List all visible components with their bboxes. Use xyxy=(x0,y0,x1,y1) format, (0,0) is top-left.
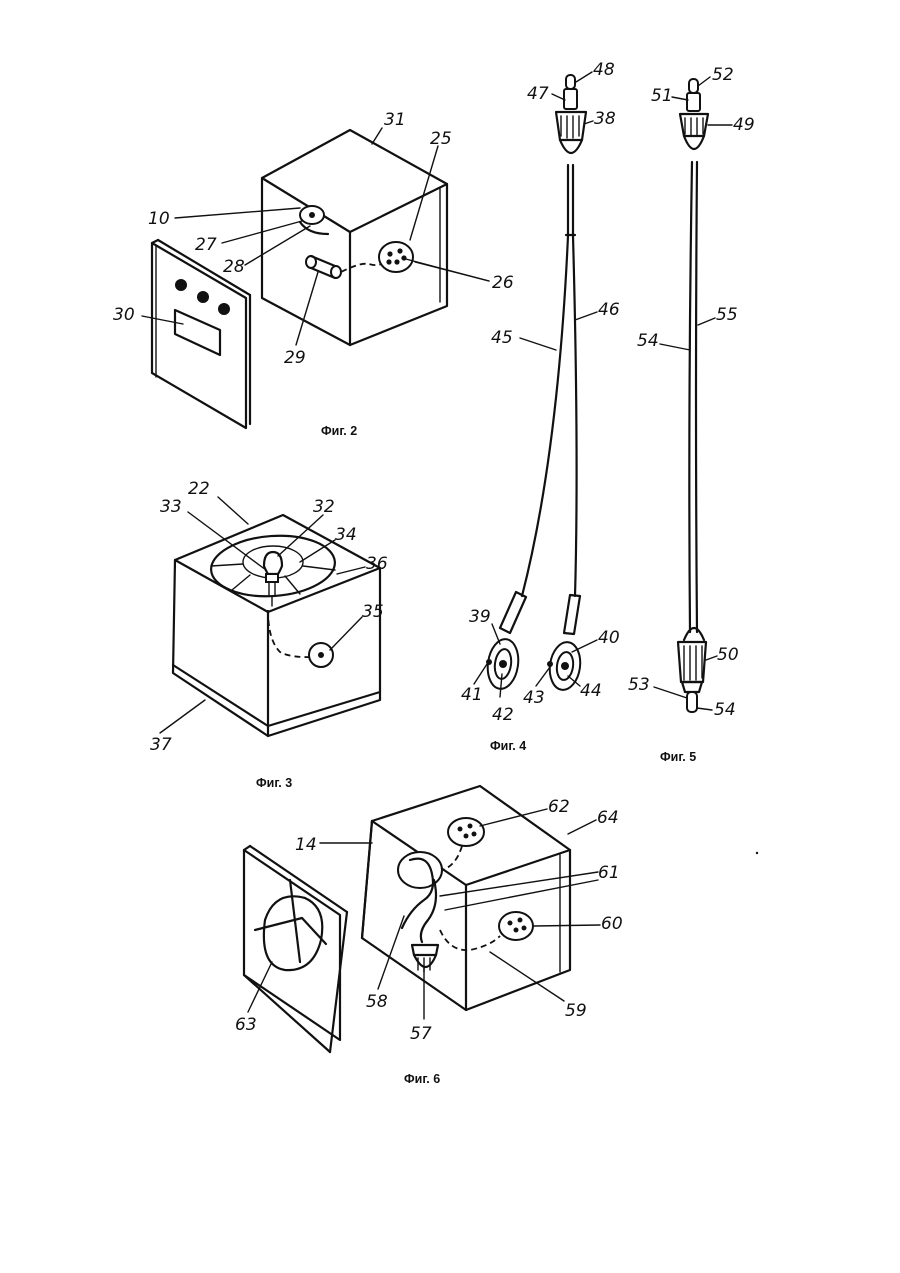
label-26: 26 xyxy=(492,273,514,293)
fig6-lamp-assembly xyxy=(398,852,442,972)
stray-dot xyxy=(756,852,758,854)
label-37: 37 xyxy=(150,735,172,755)
label-35: 35 xyxy=(362,602,384,622)
label-62: 62 xyxy=(548,797,570,817)
fig5-top-plug xyxy=(680,79,708,149)
fig5-bottom-plug xyxy=(678,628,706,712)
fig2-switch xyxy=(306,256,389,278)
figure-6: 14 62 64 61 60 58 59 57 63 Фиг. 6 xyxy=(235,786,623,1086)
label-39: 39 xyxy=(469,607,491,627)
label-34: 34 xyxy=(335,525,357,545)
figure-4: 48 47 38 46 45 39 40 41 42 43 44 Фиг. 4 xyxy=(461,60,620,753)
caption-fig-3: Фиг. 3 xyxy=(256,776,292,790)
fig3-box xyxy=(173,515,380,736)
label-55: 55 xyxy=(716,305,738,325)
fig6-top-connector xyxy=(442,818,484,870)
label-61: 61 xyxy=(598,863,620,883)
label-63: 63 xyxy=(235,1015,257,1035)
label-38: 38 xyxy=(594,109,616,129)
label-25: 25 xyxy=(430,129,452,149)
label-49: 49 xyxy=(733,115,755,135)
label-32: 32 xyxy=(313,497,335,517)
label-48: 48 xyxy=(593,60,615,80)
label-14: 14 xyxy=(295,835,317,855)
fig5-leader-lines xyxy=(654,77,732,710)
label-42: 42 xyxy=(492,705,514,725)
label-45: 45 xyxy=(491,328,513,348)
label-40: 40 xyxy=(598,628,620,648)
label-54-tip: 54 xyxy=(714,700,736,720)
label-51: 51 xyxy=(651,86,673,106)
fig4-cable xyxy=(500,236,580,634)
label-28: 28 xyxy=(223,257,245,277)
fig4-plug xyxy=(556,75,586,235)
label-22: 22 xyxy=(188,479,210,499)
caption-fig-2: Фиг. 2 xyxy=(321,424,357,438)
fig3-button-connector xyxy=(268,610,333,667)
label-59: 59 xyxy=(565,1001,587,1021)
caption-fig-5: Фиг. 5 xyxy=(660,750,696,764)
figure-2: 31 25 10 27 28 26 29 30 Фиг. 2 xyxy=(113,110,514,438)
label-53: 53 xyxy=(628,675,650,695)
fig5-cable xyxy=(689,162,697,632)
fig3-reflector-dish xyxy=(209,532,337,606)
label-31: 31 xyxy=(384,110,406,130)
label-10: 10 xyxy=(148,209,170,229)
label-44: 44 xyxy=(580,681,602,701)
label-57: 57 xyxy=(410,1024,432,1044)
fig6-side-connector xyxy=(440,912,533,950)
label-64: 64 xyxy=(597,808,619,828)
label-29: 29 xyxy=(284,348,306,368)
label-50: 50 xyxy=(717,645,739,665)
label-30: 30 xyxy=(113,305,135,325)
caption-fig-6: Фиг. 6 xyxy=(404,1072,440,1086)
label-60: 60 xyxy=(601,914,623,934)
label-33: 33 xyxy=(160,497,182,517)
label-52: 52 xyxy=(712,65,734,85)
label-27: 27 xyxy=(195,235,217,255)
label-43: 43 xyxy=(523,688,545,708)
label-46: 46 xyxy=(598,300,620,320)
label-41: 41 xyxy=(461,685,483,705)
fig2-socket-connector xyxy=(379,242,413,272)
label-47: 47 xyxy=(527,84,549,104)
figure-3: 22 33 32 34 36 35 37 Фиг. 3 xyxy=(150,479,388,790)
caption-fig-4: Фиг. 4 xyxy=(490,739,526,753)
fig4-sensor-left xyxy=(485,637,522,691)
fig6-dial-panel xyxy=(244,846,347,1052)
label-36: 36 xyxy=(366,554,388,574)
figure-5: 52 51 49 55 54 50 53 54 Фиг. 5 xyxy=(628,65,755,764)
label-58: 58 xyxy=(366,992,388,1012)
label-54-cable: 54 xyxy=(637,331,659,351)
